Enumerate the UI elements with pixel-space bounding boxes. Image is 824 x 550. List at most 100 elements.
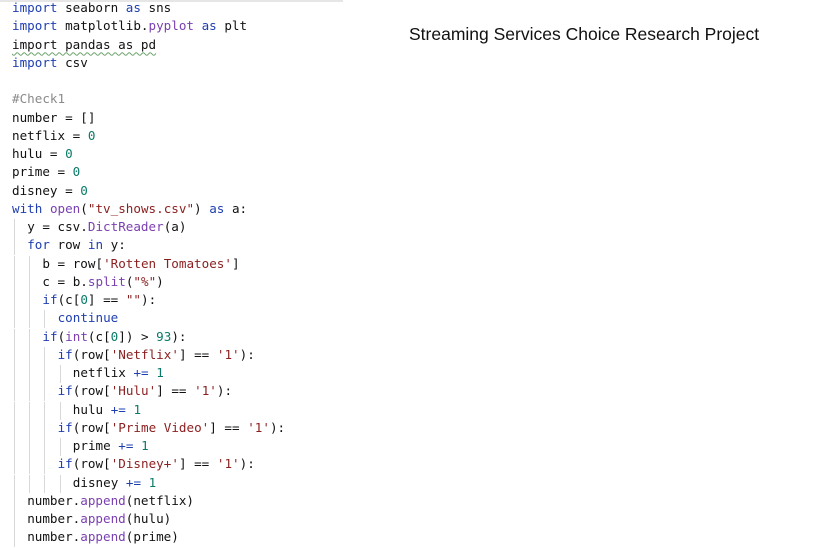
code-line: #Check1 [12, 91, 65, 109]
code-token: netflix = [12, 127, 88, 143]
code-token [194, 18, 202, 33]
indent-guide [29, 292, 31, 310]
keyword-token: += [118, 438, 134, 453]
code-token: netflix [72, 365, 134, 380]
indent-guide [44, 346, 46, 365]
code-token: b = row[ [42, 255, 104, 271]
code-token: plt [216, 18, 248, 34]
code-line: if(row['Disney+'] == '1'): [12, 456, 255, 475]
indent-guide [14, 474, 15, 493]
keyword-token: as [125, 0, 141, 15]
code-line-text: continue [58, 310, 119, 325]
code-line: disney = 0 [12, 183, 88, 201]
code-line: for row in y: [12, 237, 126, 256]
number-token: 1 [156, 365, 164, 380]
string-token: 'Netflix' [110, 346, 179, 362]
code-line: netflix += 1 [12, 365, 164, 383]
keyword-token: if [42, 292, 58, 307]
code-token: ( [125, 273, 134, 289]
indent-guide [29, 365, 31, 383]
indent-guide [29, 310, 31, 329]
keyword-token: += [125, 474, 142, 490]
code-token: ): [141, 292, 157, 307]
indent-guide [29, 438, 31, 456]
code-token: ): [269, 419, 286, 435]
code-line: y = csv.DictReader(a) [12, 219, 186, 237]
code-token: ): [171, 328, 187, 344]
indent-guide [59, 365, 61, 383]
code-token: ] == [178, 346, 217, 362]
indent-guide [29, 474, 31, 493]
indent-guide [14, 529, 15, 548]
code-token: disney = [12, 182, 81, 198]
string-token: 'Rotten Tomatoes' [103, 255, 232, 271]
indent-guide [59, 438, 61, 456]
code-token: a: [224, 200, 248, 216]
indent-guide [29, 328, 31, 347]
function-token: int [65, 328, 88, 344]
code-line: netflix = 0 [12, 128, 95, 146]
code-line-text: for row in y: [27, 237, 126, 252]
indent-guide [29, 273, 31, 292]
code-token: prime [72, 438, 119, 453]
code-token: ]) > [118, 328, 157, 344]
code-line: c = b.split("%") [12, 273, 164, 292]
code-line: import pandas as pd [12, 37, 156, 55]
function-token: DictReader [87, 219, 164, 234]
code-token: c = b. [42, 273, 88, 289]
code-token: number. [27, 511, 81, 526]
indent-guide [14, 310, 15, 329]
code-line-text: b = row['Rotten Tomatoes'] [42, 256, 239, 271]
code-line-text: with open("tv_shows.csv") as a: [12, 201, 247, 216]
indent-guide [14, 383, 15, 402]
function-token: append [80, 492, 126, 508]
keyword-token: in [87, 237, 104, 253]
code-token: ): [239, 456, 255, 472]
code-token [42, 201, 50, 216]
keyword-token: import [12, 18, 58, 34]
code-token: ] == [156, 383, 195, 399]
indent-guide [14, 492, 15, 511]
string-token: 'Disney+' [110, 456, 179, 472]
number-token: 0 [72, 164, 81, 180]
code-token: matplotlib. [57, 18, 149, 34]
number-token: 1 [133, 401, 142, 417]
function-token: append [80, 529, 126, 545]
code-line-text: number.append(netflix) [27, 493, 194, 508]
keyword-token: if [57, 383, 73, 399]
keyword-token: if [57, 419, 73, 435]
code-line: number.append(prime) [12, 529, 179, 548]
code-token: (hulu) [125, 511, 172, 526]
code-line: disney += 1 [12, 474, 156, 493]
indent-guide [29, 346, 31, 365]
code-line-text: disney += 1 [73, 475, 156, 490]
code-line: number.append(hulu) [12, 511, 171, 529]
code-token: ) [156, 273, 164, 289]
code-line: import csv [12, 55, 88, 73]
indent-guide [44, 456, 46, 475]
code-line-text: netflix += 1 [73, 365, 164, 380]
code-line-text: y = csv.DictReader(a) [27, 219, 186, 234]
comment-token: #Check1 [12, 91, 66, 107]
indent-guide [14, 328, 15, 347]
code-line-text: import matplotlib.pyplot as plt [12, 18, 247, 33]
string-token: '1' [247, 419, 270, 435]
code-token: ( [80, 200, 88, 216]
string-token: "%" [133, 273, 157, 289]
code-token: disney [72, 474, 126, 490]
code-token [133, 438, 141, 453]
code-token: (row[ [72, 419, 111, 435]
indent-guide [14, 255, 15, 274]
code-token: (a) [163, 219, 187, 234]
indent-guide [14, 346, 15, 365]
indent-guide [59, 474, 61, 493]
code-line: if(c[0] == ""): [12, 292, 156, 310]
keyword-token: as [201, 18, 217, 34]
indent-guide [44, 419, 46, 438]
number-token: 1 [141, 438, 149, 453]
code-token: seaborn [57, 0, 126, 15]
number-token: 1 [148, 474, 157, 490]
code-token: hulu [72, 401, 111, 417]
keyword-token: import [12, 54, 58, 70]
